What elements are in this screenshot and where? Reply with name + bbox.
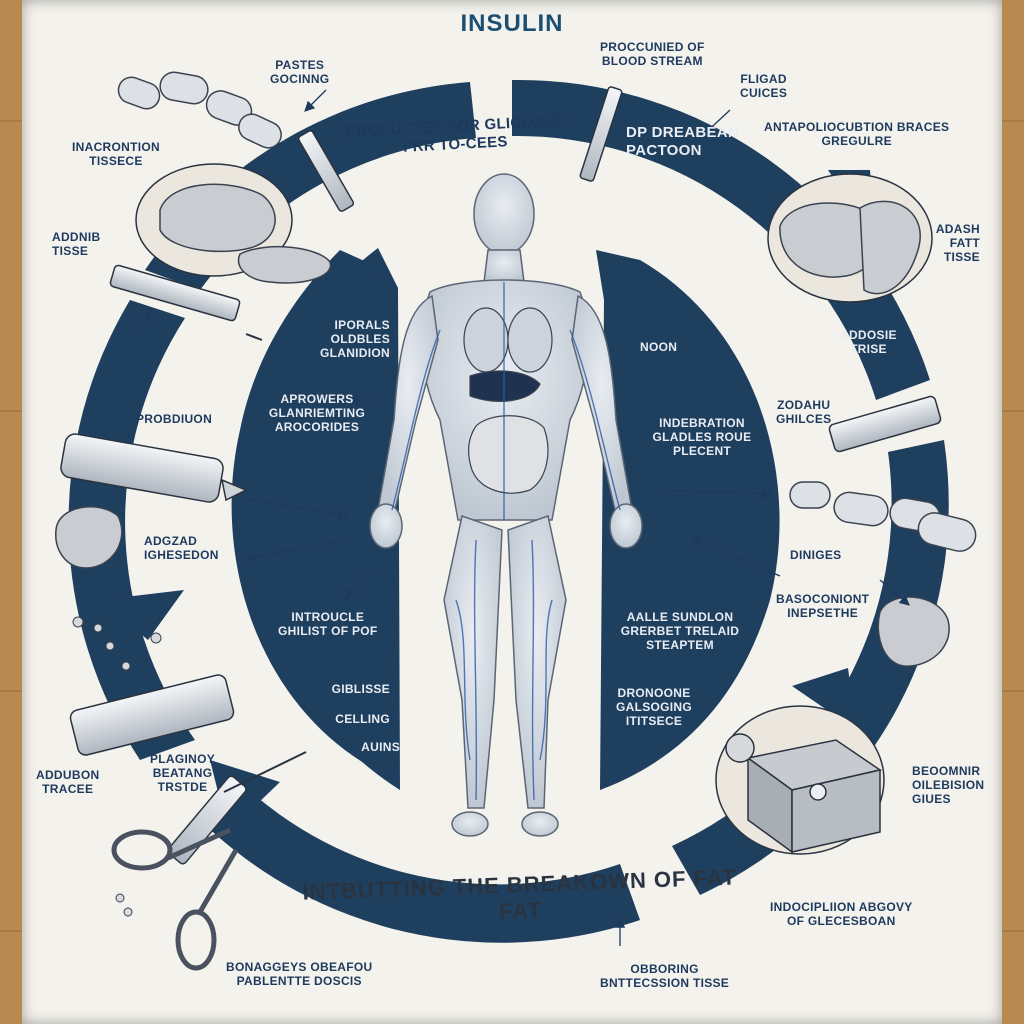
label-beoomnir-oilebision: BEOOMNIR OILEBISION GIUES: [912, 764, 985, 806]
label-noon: NOON: [640, 340, 678, 354]
label-indebration-gladles: INDEBRATION GLADLES ROUE PLECENT: [652, 416, 752, 458]
label-pastes-gocinng: PASTES GOCINNG: [270, 58, 330, 86]
label-basoconiont-inepsethe: BASOCONIONT INEPSETHE: [776, 592, 870, 620]
label-addubon-tracee: ADDUBON TRACEE: [36, 768, 100, 796]
label-auins: AUINS: [361, 740, 400, 754]
label-addnib-tisse: ADDNIB TISSE: [52, 230, 101, 258]
leader-arrows: [139, 89, 910, 946]
label-dp-dreabean: DP DREABEAN PACTOON: [626, 124, 740, 159]
label-iporals-oldbles: IPORALS OLDBLES GLANIDION: [319, 318, 390, 360]
label-proccunied-blood-stream: PROCCUNIED OF BLOOD STREAM: [600, 40, 705, 68]
organs: [463, 307, 553, 494]
label-aalle-sundlon: AALLE SUNDLON GRERBET TRELAID STEAPTEM: [620, 610, 740, 652]
label-antapoliocubtion-braces: ANTAPOLIOCUBTION BRACES GREGULRE: [764, 120, 950, 148]
capsules: [117, 71, 977, 552]
label-probdiuon: PROBDIUON: [136, 412, 213, 426]
label-zodahu-ghilces: ZODAHU GHILCES: [776, 398, 832, 426]
label-adash-fatt-tisse: ADASH FATT TISSE: [935, 222, 980, 264]
label-dronoone-galsoging: DRONOONE GALSOGING ITITSECE: [616, 686, 693, 728]
label-inacrontion-tissece: INACRONTION TISSECE: [72, 140, 160, 168]
label-obboring-bnttecssion: OBBORING BNTTECSSION TISSE: [600, 962, 730, 990]
label-indocipliion-abgovy: INDOCIPLIION ABGOVY OF GLECESBOAN: [770, 900, 913, 928]
tissue-cube: [725, 733, 882, 854]
veins: [391, 282, 621, 801]
inner-panels: [231, 248, 780, 790]
label-giblisse: GIBLISSE: [331, 682, 390, 696]
particles: [72, 616, 162, 917]
label-introucle-ghilist: INTROUCLE GHILIST OF POF: [278, 610, 378, 638]
tissue-blobs: [55, 183, 950, 667]
label-diniges: DINIGES: [790, 548, 842, 562]
syringes: [60, 86, 942, 865]
label-fligad-cuices: FLIGAD CUICES: [740, 72, 788, 100]
label-adgzad-ighesedon: ADGZAD IGHESEDON: [144, 534, 219, 562]
scissors: [111, 827, 239, 971]
page-title: INSULIN: [460, 10, 564, 37]
label-bonaggeys-obeafou: BONAGGEYS OBEAFOU PABLENTTE DOSCIS: [226, 960, 373, 988]
label-celling: CELLING: [335, 712, 390, 726]
label-plaginoy-beatang: PLAGINOY BEATANG TRSTDE: [150, 752, 216, 794]
label-aprowers-glanriemting: APROWERS GLANRIEMTING AROCORIDES: [268, 392, 366, 434]
label-addosie-trise: ADDOSIE TRISE: [840, 328, 897, 356]
